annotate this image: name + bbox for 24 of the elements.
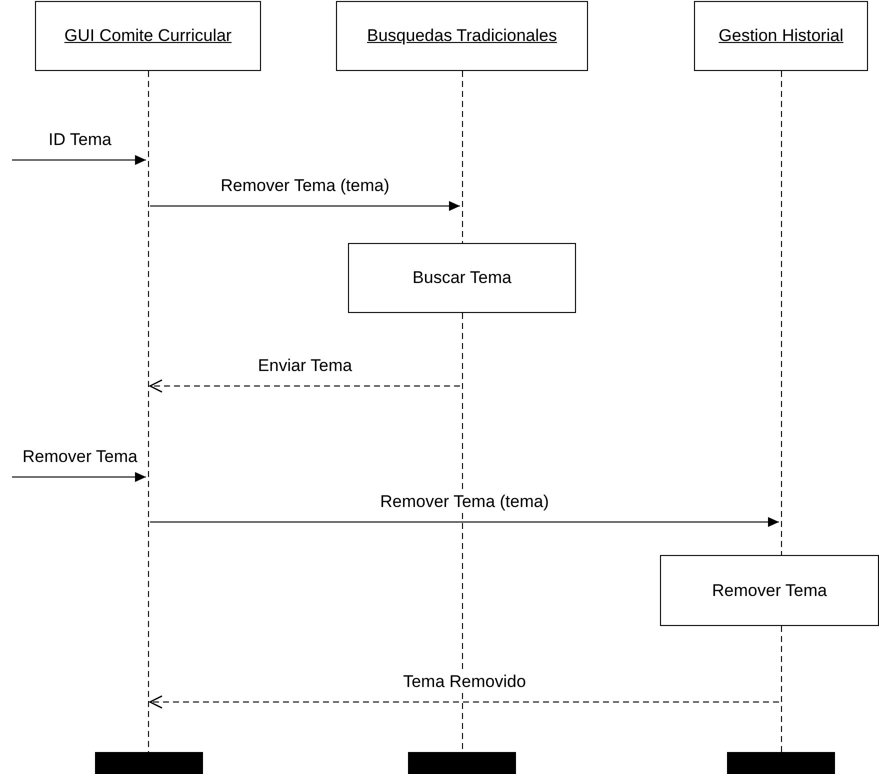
participant-name: Gestion Historial <box>718 26 844 46</box>
return-message-arrow <box>149 379 460 393</box>
lifeline-end-bar <box>408 752 516 774</box>
participant-name: GUI Comite Curricular <box>64 26 232 46</box>
lifeline <box>779 71 783 555</box>
return-message-arrow <box>149 695 780 709</box>
lifeline-end-bar <box>95 752 203 774</box>
message-arrow <box>12 472 146 482</box>
message-arrow <box>150 517 780 527</box>
participant-box <box>35 1 261 71</box>
lifeline <box>460 71 464 243</box>
activity-name: Remover Tema <box>712 580 827 600</box>
message-arrow <box>12 155 146 165</box>
lifeline <box>779 626 783 752</box>
message-label: Tema Removido <box>401 672 528 692</box>
lifeline <box>146 71 150 752</box>
participant-name: Busquedas Tradicionales <box>367 26 557 46</box>
activity-name: Buscar Tema <box>412 268 512 288</box>
participant-box <box>694 1 868 71</box>
lifeline-end-bar <box>727 752 835 774</box>
activation-box <box>660 555 879 626</box>
participant-box <box>336 1 588 71</box>
activation-box <box>348 243 576 313</box>
message-arrow <box>150 201 460 211</box>
